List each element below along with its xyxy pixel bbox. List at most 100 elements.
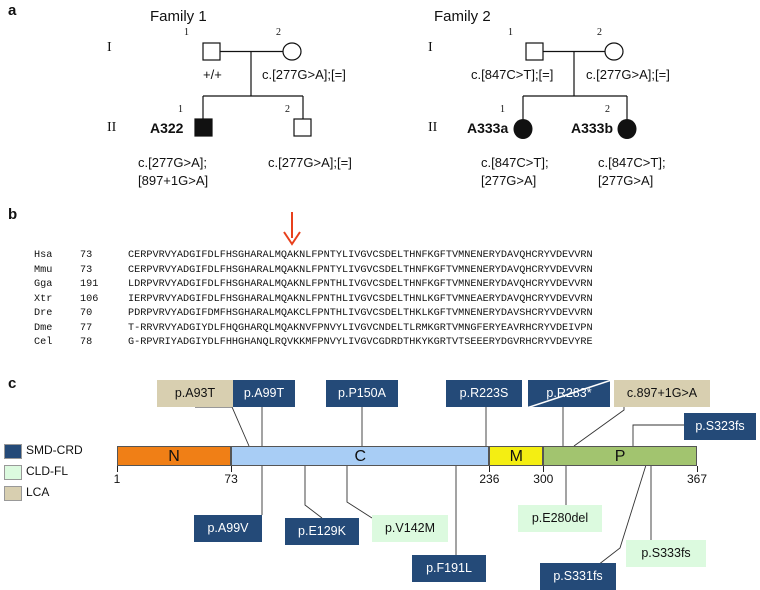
- tick-mark: [696, 466, 698, 472]
- alignment-row: Cel 78 G-RPVRIYADGIYDLFHHGHANQLRQVKKMFPNVY…: [34, 337, 593, 348]
- family2-mother-index: 2: [597, 27, 602, 38]
- variant-p-a93t: p.A93T: [157, 380, 233, 407]
- family2-father-index: 1: [508, 27, 513, 38]
- tick-mark: [542, 466, 544, 472]
- panel-a-letter: a: [8, 2, 17, 19]
- alignment-position: 73: [80, 264, 93, 276]
- family1-child1-square: [194, 118, 213, 137]
- family2-child2-genotype-line1: c.[847C>T];: [598, 155, 666, 170]
- family1-gen-I: I: [107, 40, 112, 55]
- variant-p-s331fs: p.S331fs: [540, 563, 616, 590]
- variant-p-r223s: p.R223S: [446, 380, 522, 407]
- legend-swatch-smd: [4, 444, 22, 459]
- family1-child2-index: 2: [285, 104, 290, 115]
- domain-n: N: [117, 446, 232, 466]
- variant-p-a99v: p.A99V: [194, 515, 262, 542]
- family2-child2-id: A333b: [571, 120, 614, 136]
- family2-mother-genotype: c.[277G>A];[=]: [586, 67, 670, 82]
- variant-p-v142m: p.V142M: [372, 515, 448, 542]
- family2-gen-II: II: [428, 120, 438, 135]
- legend-label-cld: CLD-FL: [26, 464, 69, 478]
- alignment-row: Dre 70 PDRPVRVYADGIFDMFHSGHARALMQAKCLFPNTH…: [34, 308, 593, 319]
- family1-father-genotype: +/+: [203, 67, 222, 82]
- alignment-position: 106: [80, 293, 99, 305]
- family1-child1-index: 1: [178, 104, 183, 115]
- variant-p-s323fs: p.S323fs: [684, 413, 756, 440]
- tick-mark: [488, 466, 490, 472]
- alignment-sequence: G-RPVRIYADGIYDLFHHGHANQLRQVKKMFPNVYLIVGV…: [128, 337, 593, 348]
- alignment-sequence: T-RRVRVYADGIYDLFHQGHARQLMQAKNVFPNVYLIVGV…: [128, 322, 593, 334]
- family1-mother-index: 2: [276, 27, 281, 38]
- tick-label: 367: [686, 472, 708, 486]
- family1-gen-II: II: [107, 120, 117, 135]
- connector-s323fs: [632, 424, 684, 446]
- connector-v142m: [346, 465, 373, 519]
- alignment-row: Hsa 73 CERPVRVYADGIFDLFHSGHARALMQAKNLFPNTY…: [34, 250, 593, 261]
- tick-label: 236: [479, 472, 500, 486]
- domain-c: C: [231, 446, 490, 466]
- family2-child2-index: 2: [605, 104, 610, 115]
- family1-mother-genotype: c.[277G>A];[=]: [262, 67, 346, 82]
- alignment-species: Gga: [34, 279, 53, 290]
- connector-a93t: [195, 406, 250, 447]
- family1-child2-square: [293, 118, 312, 137]
- tick-label: 1: [113, 472, 121, 486]
- tick-mark: [230, 466, 232, 472]
- alignment-row: Gga 191 LDRPVRVYADGIFDLFHSGHARALMQAKNLFPNT…: [34, 279, 593, 290]
- panel-c-letter: c: [8, 375, 17, 392]
- alignment-sequence: IERPVRVYADGIFDLFHSGHARALMQAKNLFPNTHLIVGV…: [128, 293, 593, 305]
- legend-label-smd: SMD-CRD: [26, 443, 83, 457]
- family1-child2-genotype: c.[277G>A];[=]: [268, 155, 352, 170]
- alignment-species: Hsa: [34, 250, 53, 261]
- variant-p-a99t: p.A99T: [233, 380, 295, 407]
- connector-897: [573, 407, 625, 447]
- legend-label-lca: LCA: [26, 485, 50, 499]
- legend-swatch-lca: [4, 486, 22, 501]
- family2-child1-genotype-line2: [277G>A]: [481, 173, 537, 188]
- alignment-sequence: LDRPVRVYADGIFDLFHSGHARALMQAKNLFPNTHLIVGV…: [128, 279, 593, 290]
- family2-father-genotype: c.[847C>T];[=]: [471, 67, 554, 82]
- family2-gen-I: I: [428, 40, 433, 55]
- tick-label: 300: [533, 472, 554, 486]
- alignment-sequence: PDRPVRVYADGIFDMFHSGHARALMQAKCLFPNTHLIVGV…: [128, 308, 593, 319]
- alignment-position: 70: [80, 308, 93, 319]
- alignment-sequence: CERPVRVYADGIFDLFHSGHARALMQAKNLFPNTYLIVGV…: [128, 250, 593, 261]
- family1-father-index: 1: [184, 27, 189, 38]
- connector-s331fs: [597, 464, 647, 566]
- connector-e129k: [304, 465, 323, 519]
- variant-p-e280del: p.E280del: [518, 505, 602, 532]
- alignment-species: Cel: [34, 337, 53, 348]
- alignment-row: Dme 77 T-RRVRVYADGIYDLFHQGHARQLMQAKNVFPNVY…: [34, 323, 593, 334]
- legend-swatch-cld: [4, 465, 22, 480]
- family1-child1-genotype-line2: [897+1G>A]: [138, 173, 209, 188]
- alignment-row: Xtr 106 IERPVRVYADGIFDLFHSGHARALMQAKNLFPNT…: [34, 294, 593, 305]
- arrow-head: [283, 231, 301, 246]
- alignment-species: Dre: [34, 308, 53, 319]
- alignment-species: Dme: [34, 322, 53, 334]
- domain-m: M: [489, 446, 544, 466]
- alignment-position: 73: [80, 250, 93, 261]
- alignment-species: Xtr: [34, 293, 53, 305]
- tick-label: 73: [224, 472, 238, 486]
- family2-child2-genotype-line2: [277G>A]: [598, 173, 654, 188]
- tick-mark: [116, 466, 118, 472]
- variant-p-r283-stop: p.R283*: [528, 380, 610, 407]
- family1-child1-genotype-line1: c.[277G>A];: [138, 155, 208, 170]
- alignment-position: 78: [80, 337, 93, 348]
- family1-title: Family 1: [150, 8, 207, 25]
- family2-child1-index: 1: [500, 104, 505, 115]
- family2-child1-id: A333a: [467, 120, 509, 136]
- family1-child1-id: A322: [150, 120, 184, 136]
- variant-c-897-1g-a: c.897+1G>A: [614, 380, 710, 407]
- family2-title: Family 2: [434, 8, 491, 25]
- alignment-position: 77: [80, 322, 93, 334]
- alignment-position: 191: [80, 279, 99, 290]
- alignment-row: Mmu 73 CERPVRVYADGIFDLFHSGHARALMQAKNLFPNTY…: [34, 265, 593, 276]
- panel-b-letter: b: [8, 206, 18, 223]
- alignment-species: Mmu: [34, 264, 53, 276]
- variant-p-f191l: p.F191L: [412, 555, 486, 582]
- alignment-sequence: CERPVRVYADGIFDLFHSGHARALMQAKNLFPNTYLIVGV…: [128, 264, 593, 276]
